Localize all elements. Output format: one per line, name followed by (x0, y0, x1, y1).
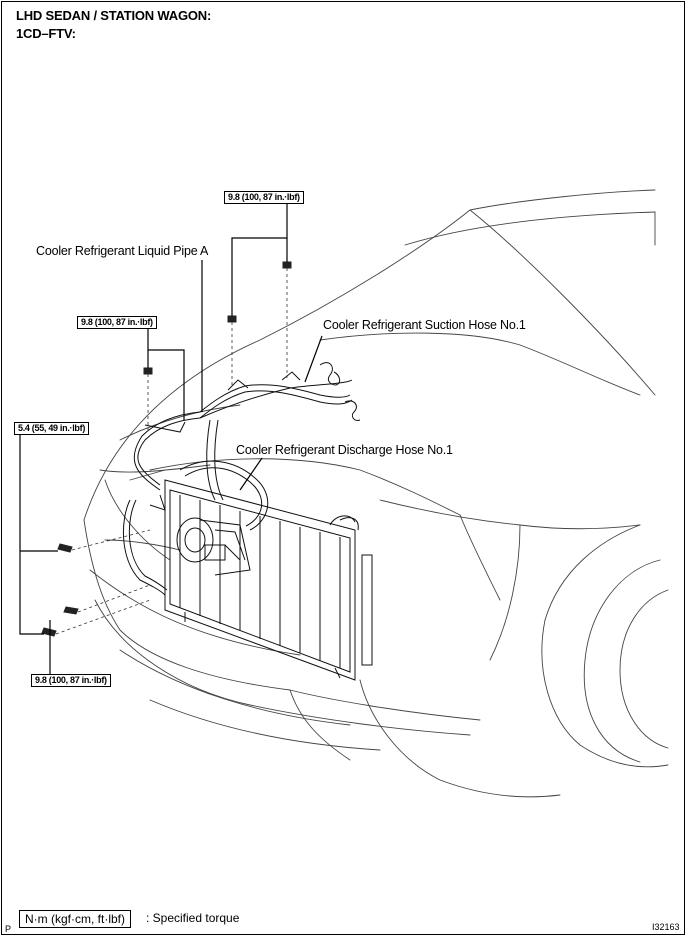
torque-spec-left: 5.4 (55, 49 in.·lbf) (14, 422, 90, 435)
legend-description: : Specified torque (146, 911, 240, 925)
torque-spec-top: 9.8 (100, 87 in.·lbf) (224, 191, 304, 204)
corner-code-left: P (5, 924, 12, 934)
torque-spec-bottom: 9.8 (100, 87 in.·lbf) (31, 674, 111, 687)
header-line-1: LHD SEDAN / STATION WAGON: (16, 8, 212, 23)
label-discharge-hose: Cooler Refrigerant Discharge Hose No.1 (236, 443, 453, 457)
label-liquid-pipe: Cooler Refrigerant Liquid Pipe A (36, 244, 209, 258)
corner-code-right: I32163 (652, 922, 680, 932)
legend-unit-box: N·m (kgf·cm, ft·lbf) (19, 910, 131, 928)
header-line-2: 1CD–FTV: (16, 26, 76, 41)
label-suction-hose: Cooler Refrigerant Suction Hose No.1 (323, 318, 526, 332)
torque-spec-mid-left: 9.8 (100, 87 in.·lbf) (77, 316, 157, 329)
